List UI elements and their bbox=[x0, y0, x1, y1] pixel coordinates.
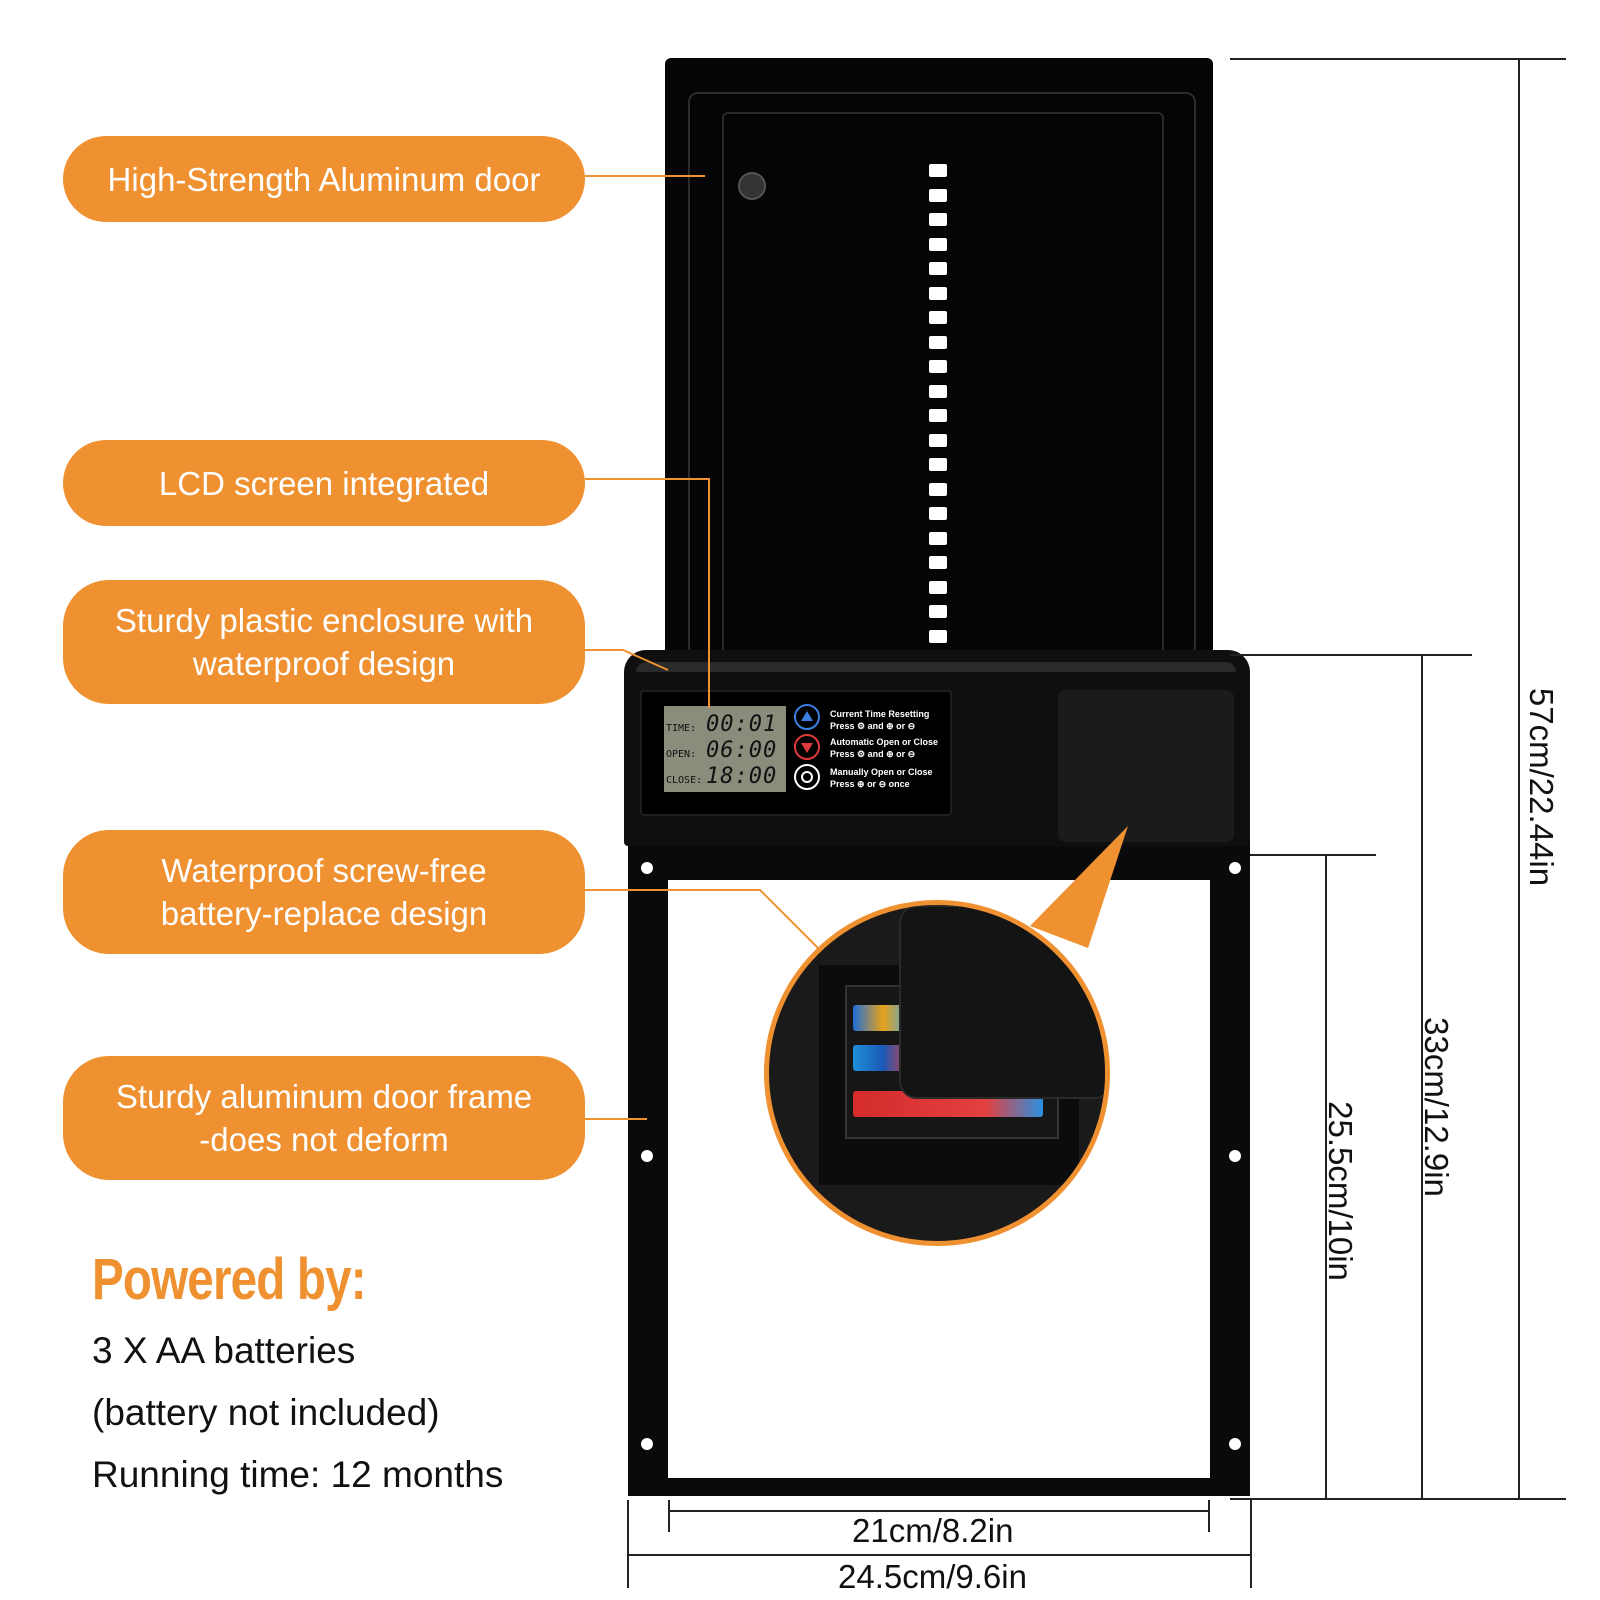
lcd-screen: TIME: 00:01 OPEN: 06:00 CLOSE:18:00 bbox=[664, 706, 786, 792]
frame-right bbox=[1210, 836, 1250, 1496]
door-slot bbox=[929, 262, 947, 275]
dimension-tick bbox=[627, 1500, 629, 1588]
control-line: Press ⚙ and ⊕ or ⊖ bbox=[830, 749, 916, 759]
control-line: Press ⊕ or ⊖ once bbox=[830, 779, 910, 789]
power-line: (battery not included) bbox=[92, 1392, 440, 1433]
door-slot bbox=[929, 360, 947, 373]
door-screw-icon bbox=[738, 172, 766, 200]
door-slot bbox=[929, 458, 947, 471]
door-slot bbox=[929, 629, 947, 643]
door-slot bbox=[929, 482, 947, 496]
lcd-open-value: 06:00 bbox=[706, 738, 778, 763]
lcd-open-label: OPEN: bbox=[666, 749, 697, 760]
leader-line bbox=[708, 478, 710, 708]
dimension-tick bbox=[1250, 854, 1376, 856]
dimension-line bbox=[1421, 654, 1423, 1498]
door-slot bbox=[929, 286, 947, 300]
leader-line bbox=[585, 478, 709, 480]
lcd-close-label: CLOSE: bbox=[666, 775, 703, 786]
dimension-line bbox=[1518, 58, 1520, 1500]
battery-cover-open bbox=[899, 905, 1105, 1099]
housing-top-edge bbox=[636, 662, 1236, 672]
door-slot bbox=[929, 409, 947, 422]
door-slot bbox=[929, 556, 947, 569]
door-slot bbox=[929, 384, 947, 398]
lcd-close-value: 18:00 bbox=[706, 764, 778, 789]
frame-screw-hole bbox=[1229, 862, 1241, 874]
frame-screw-hole bbox=[641, 1438, 653, 1450]
dimension-line bbox=[627, 1554, 1252, 1556]
callout-aluminum-door: High-Strength Aluminum door bbox=[63, 136, 585, 222]
door-slot bbox=[929, 335, 947, 349]
housing-height-label: 33cm/12.9in bbox=[1417, 1017, 1455, 1197]
power-line: Running time: 12 months bbox=[92, 1454, 504, 1495]
control-line: Press ⚙ and ⊕ or ⊖ bbox=[830, 721, 916, 731]
up-arrow-icon[interactable] bbox=[794, 704, 820, 730]
door-slot bbox=[929, 188, 947, 202]
lcd-time-value: 00:01 bbox=[706, 712, 778, 737]
lcd-time-label: TIME: bbox=[666, 723, 697, 734]
control-title: Manually Open or Close bbox=[830, 767, 933, 777]
frame-screw-hole bbox=[641, 1150, 653, 1162]
dimension-tick bbox=[1230, 1498, 1566, 1500]
door-slot bbox=[929, 531, 947, 545]
door-slot bbox=[929, 507, 947, 520]
frame-left bbox=[628, 836, 668, 1496]
control-title: Automatic Open or Close bbox=[830, 737, 939, 747]
dimension-line bbox=[668, 1510, 1210, 1512]
door-slot bbox=[929, 605, 947, 618]
dimension-tick bbox=[668, 1500, 670, 1532]
dimension-tick bbox=[1208, 1500, 1210, 1532]
door-slot bbox=[929, 213, 947, 226]
door-slot bbox=[929, 237, 947, 251]
battery-cover bbox=[1058, 690, 1234, 842]
total-height-label: 57cm/22.44in bbox=[1523, 687, 1561, 887]
battery-compartment-zoom bbox=[764, 900, 1110, 1246]
door-slot bbox=[929, 580, 947, 594]
powered-by-title: Powered by: bbox=[92, 1247, 367, 1312]
callout-lcd-screen: LCD screen integrated bbox=[63, 440, 585, 526]
leader-line bbox=[585, 175, 705, 177]
dimension-tick bbox=[1230, 58, 1566, 60]
power-line: 3 X AA batteries bbox=[92, 1330, 356, 1371]
gear-icon[interactable] bbox=[794, 764, 820, 790]
door-slot bbox=[929, 433, 947, 447]
callout-door-frame: Sturdy aluminum door frame-does not defo… bbox=[63, 1056, 585, 1180]
door-slot bbox=[929, 164, 947, 177]
leader-line bbox=[585, 1118, 647, 1120]
dimension-tick bbox=[1230, 654, 1472, 656]
opening-height-label: 25.5cm/10in bbox=[1321, 1101, 1359, 1281]
dimension-tick bbox=[1250, 1500, 1252, 1588]
frame-screw-hole bbox=[641, 862, 653, 874]
door-slot bbox=[929, 311, 947, 324]
frame-bottom bbox=[628, 1478, 1250, 1496]
control-title: Current Time Resetting bbox=[830, 709, 930, 719]
frame-screw-hole bbox=[1229, 1438, 1241, 1450]
inner-width-label: 21cm/8.2in bbox=[852, 1512, 1014, 1549]
frame-screw-hole bbox=[1229, 1150, 1241, 1162]
outer-width-label: 24.5cm/9.6in bbox=[838, 1558, 1027, 1595]
dimension-line bbox=[1325, 854, 1327, 1498]
down-arrow-icon[interactable] bbox=[794, 734, 820, 760]
